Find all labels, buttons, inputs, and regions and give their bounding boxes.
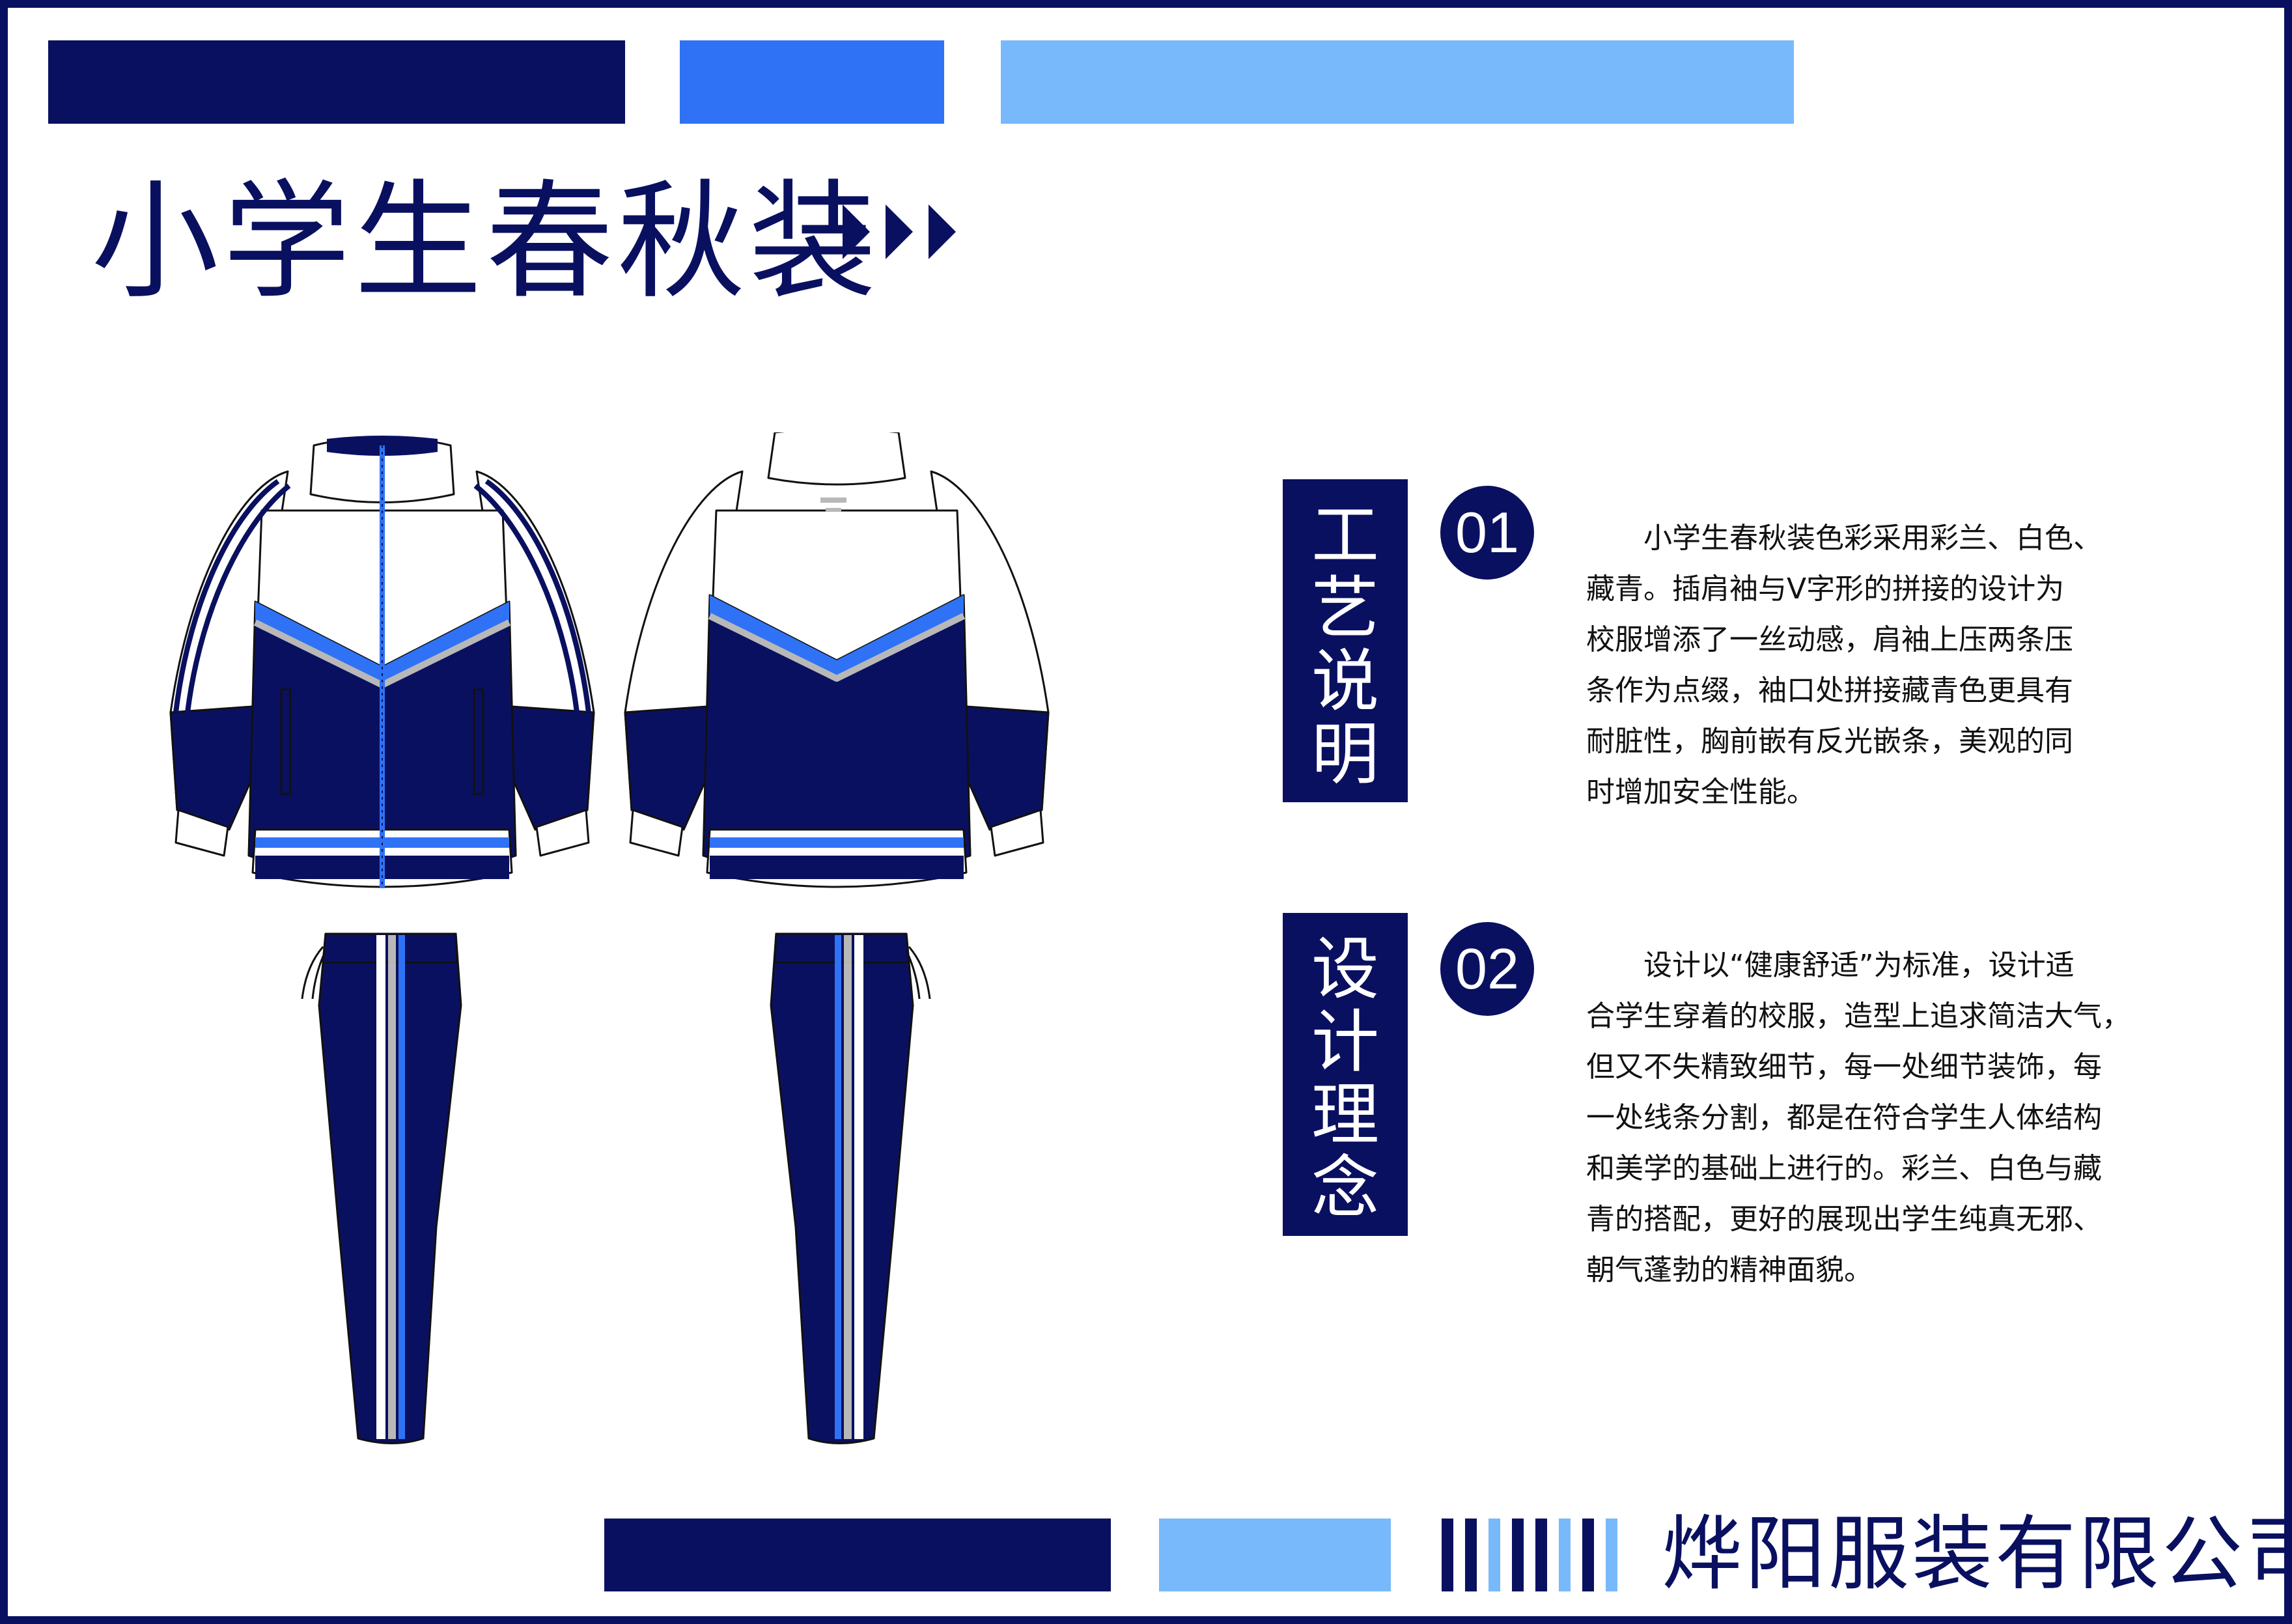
section-number-01: 01 [1440,486,1534,580]
text-line: 校服增添了一丝动感，肩袖上压两条压 [1586,623,2073,656]
label-char: 计 [1311,1002,1379,1082]
stripe-barcode-decoration [1442,1519,1617,1591]
label-char: 工 [1311,496,1379,575]
section-text-craft: 小学生春秋装色彩采用彩兰、白色、 藏青。插肩袖与V字形的拼接的设计为 校服增添了… [1586,513,2172,818]
text-line: 和美学的基础上进行的。彩兰、白色与藏 [1586,1152,2102,1185]
triple-arrow-icon [843,204,956,259]
label-char: 念 [1311,1148,1379,1227]
text-line: 一处线条分割，都是在符合学生人体结构 [1586,1101,2102,1134]
text-line: 藏青。插肩袖与V字形的拼接的设计为 [1586,572,2065,606]
label-char: 艺 [1311,568,1379,648]
section-label-craft: 工 艺 说 明 [1283,479,1408,802]
section-text-concept: 设计以“健康舒适”为标准，设计适 合学生穿着的校服，造型上追求简洁大气， 但又不… [1586,940,2172,1296]
label-char: 明 [1311,714,1379,794]
label-char: 说 [1311,641,1379,721]
page-title: 小学生春秋装 [91,168,881,316]
pants-front-illustration [301,932,462,1444]
text-line: 青的搭配，更好的展现出学生纯真无邪、 [1586,1203,2102,1236]
pants-back-illustration [770,932,931,1444]
top-bar-sky [1001,40,1794,124]
top-bar-navy [48,40,625,124]
bottom-bar-navy [604,1519,1111,1591]
label-char: 设 [1311,929,1379,1009]
text-line: 合学生穿着的校服，造型上追求简洁大气， [1586,1000,2131,1033]
top-bar-royal [680,40,944,124]
company-name: 烨阳服装有限公司 [1662,1507,2292,1601]
jacket-back-illustration [624,432,1050,888]
section-label-concept: 设 计 理 念 [1283,913,1408,1236]
text-line: 时增加安全性能。 [1586,776,1815,809]
bottom-bar-sky [1159,1519,1391,1591]
text-line: 设计以“健康舒适”为标准，设计适 [1586,949,2075,982]
jacket-front-illustration [169,436,595,888]
text-line: 小学生春秋装色彩采用彩兰、白色、 [1586,522,2102,555]
text-line: 但又不失精致细节，每一处细节装饰，每 [1586,1050,2102,1084]
label-char: 理 [1311,1075,1379,1155]
text-line: 条作为点缀，袖口处拼接藏青色更具有 [1586,674,2073,707]
section-number-02: 02 [1440,922,1534,1016]
text-line: 耐脏性，胸前嵌有反光嵌条，美观的同 [1586,725,2073,758]
text-line: 朝气蓬勃的精神面貌。 [1586,1253,1873,1287]
